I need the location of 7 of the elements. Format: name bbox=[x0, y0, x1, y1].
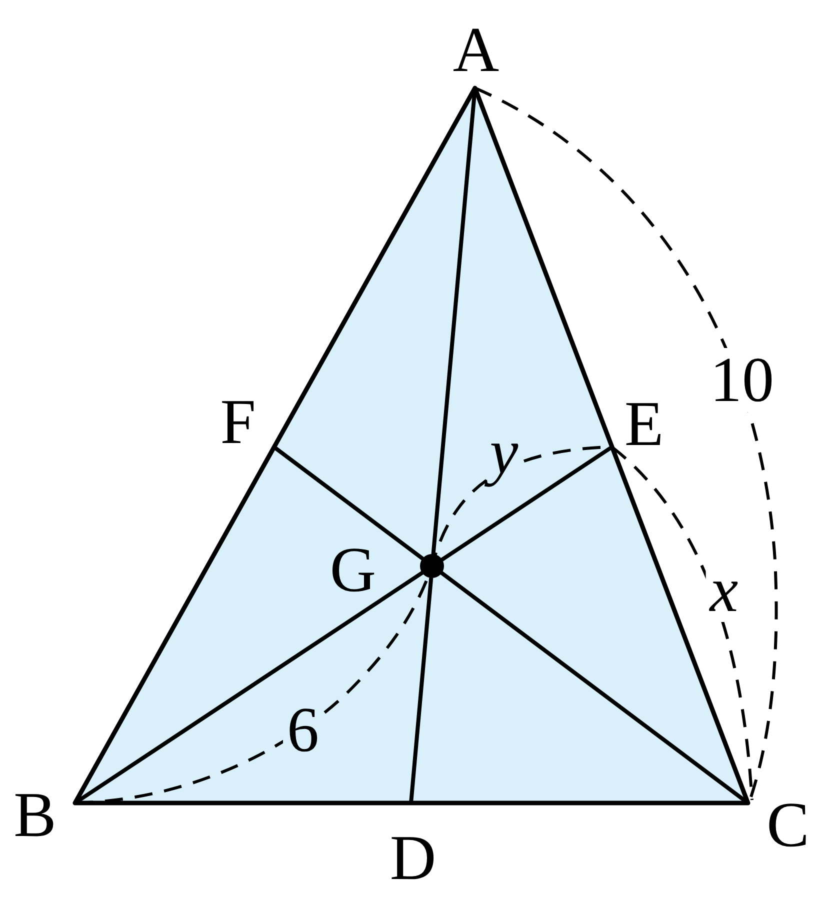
point-label: F bbox=[220, 390, 256, 454]
point-label: E bbox=[624, 392, 664, 456]
point-label: G bbox=[330, 538, 376, 602]
point-label: B bbox=[14, 783, 56, 847]
point-label: D bbox=[390, 826, 436, 890]
point-label: A bbox=[452, 18, 500, 82]
point-label: C bbox=[766, 793, 810, 857]
